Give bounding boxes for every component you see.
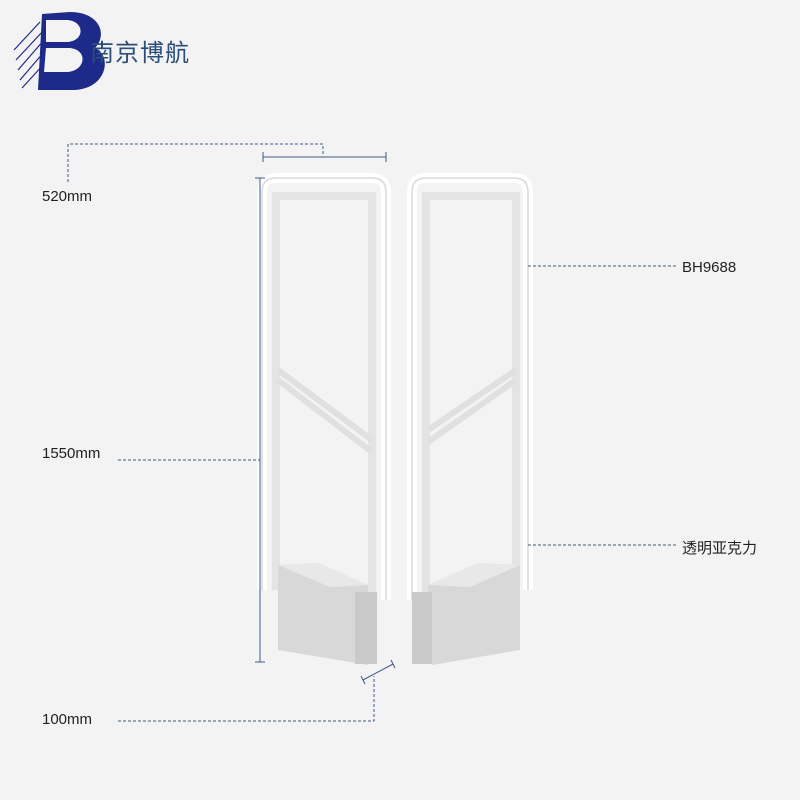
logo-icon [13, 12, 105, 90]
height-label: 1550mm [42, 445, 101, 462]
left-gate [257, 173, 391, 665]
width-label: 520mm [42, 188, 93, 205]
model-label: BH9688 [682, 259, 737, 276]
brand-name: 南京博航 [90, 39, 190, 67]
depth-label: 100mm [42, 711, 93, 728]
material-label: 透明亚克力 [682, 540, 758, 557]
right-gate [407, 173, 533, 665]
dimension-lines [67, 143, 676, 722]
